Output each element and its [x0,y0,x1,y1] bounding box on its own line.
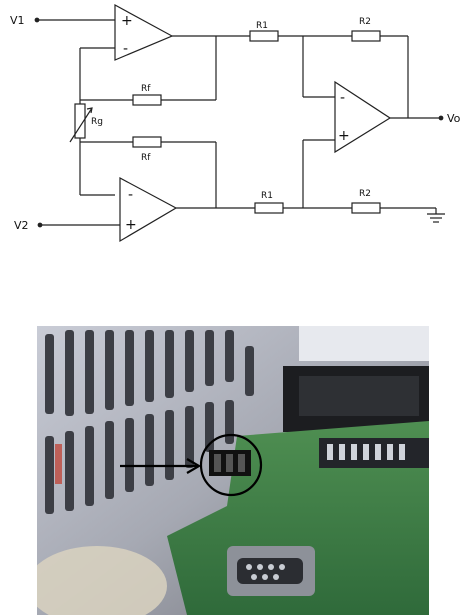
label-v1: V1 [10,14,25,27]
opamp-bottom-plus: + [125,217,137,233]
resistor-rf-top [133,95,161,105]
label-v2: V2 [14,219,29,232]
ground-symbol [427,214,445,222]
opamp-diff-minus: - [340,90,345,106]
label-r1-top: R1 [256,21,268,31]
opamp-top-minus: - [123,41,128,57]
label-rf-bottom: Rf [141,153,151,163]
resistor-r1-top [250,31,278,41]
opamp-diff-plus: + [338,128,350,144]
resistor-rf-bottom [133,137,161,147]
label-r1-bottom: R1 [261,191,273,201]
opamp-top-plus: + [121,13,133,29]
label-r2-top: R2 [359,17,371,27]
circuit-diagram: V1 V2 Vo R1 R2 Rf Rg Rf R1 R2 + - - + - … [0,0,467,300]
opamp-bottom-minus: - [128,187,133,203]
resistor-r2-top [352,31,380,41]
label-rf-top: Rf [141,84,151,94]
label-r2-bottom: R2 [359,189,371,199]
label-vo: Vo [447,112,461,125]
resistor-r1-bottom [255,203,283,213]
hardware-photo [37,326,429,615]
resistor-r2-bottom [352,203,380,213]
vo-terminal [439,116,443,120]
label-rg: Rg [91,117,103,127]
